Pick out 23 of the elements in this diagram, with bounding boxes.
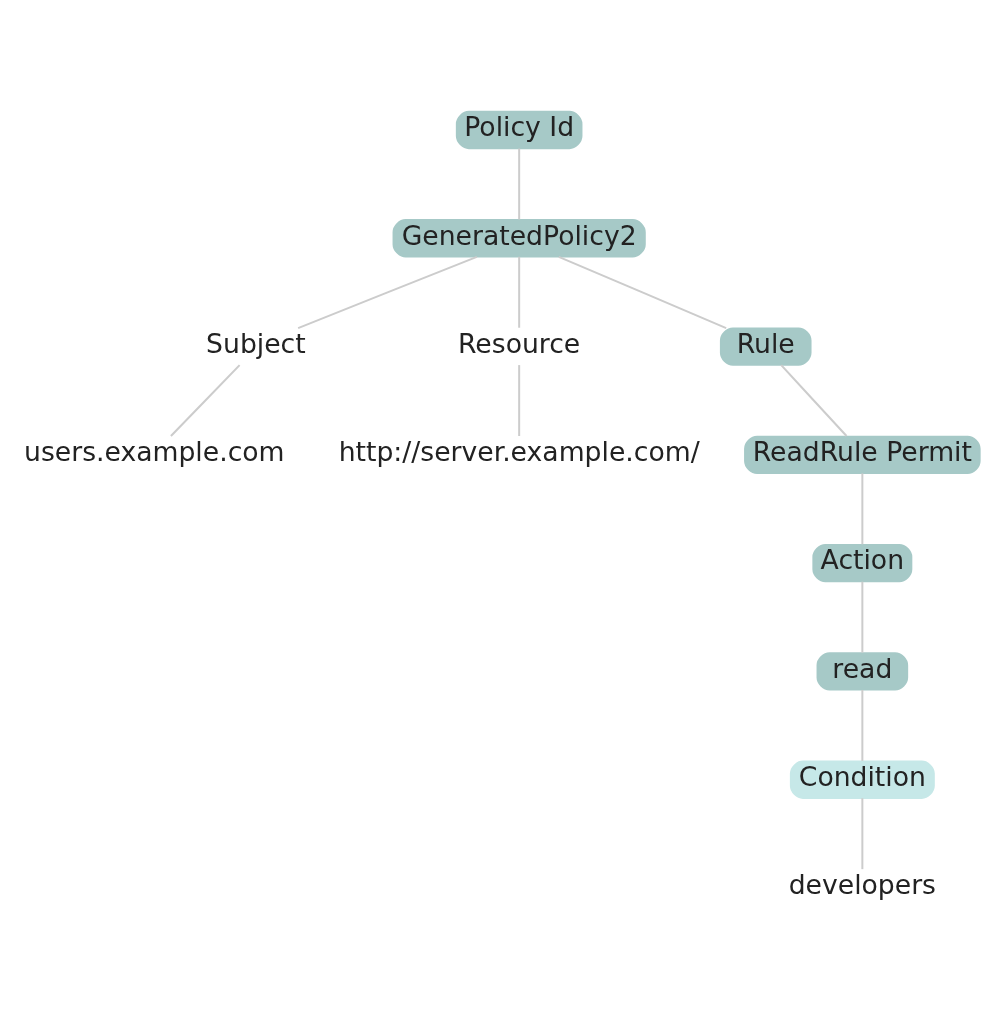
node-box: GeneratedPolicy2 — [392, 219, 646, 258]
node-box: Policy Id — [455, 110, 583, 150]
node-box: Condition — [789, 760, 935, 799]
connector — [518, 147, 521, 221]
connector — [780, 364, 848, 437]
node-box: ReadRule Permit — [744, 435, 981, 474]
node-text: Resource — [458, 327, 581, 359]
connector — [557, 255, 728, 330]
connector — [861, 688, 864, 762]
node-box: Rule — [719, 327, 812, 366]
node-text: developers — [788, 869, 936, 901]
connector — [297, 255, 478, 330]
node-text: Subject — [206, 327, 306, 359]
node-text: users.example.com — [24, 436, 285, 468]
node-text: http://server.example.com/ — [338, 436, 700, 468]
connector — [861, 580, 864, 654]
connector — [169, 364, 241, 437]
connector — [518, 364, 521, 437]
connector — [861, 472, 864, 546]
node-box: read — [816, 652, 909, 691]
node-box: Action — [812, 544, 913, 583]
connector — [861, 797, 864, 871]
connector — [518, 255, 521, 329]
